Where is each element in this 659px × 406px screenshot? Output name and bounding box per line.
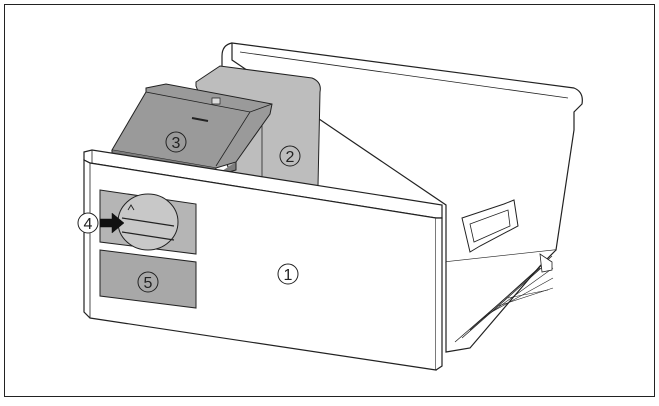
knob-panel	[99, 189, 197, 255]
callout-2: 2	[279, 145, 301, 167]
callout-1-label: 1	[284, 267, 293, 284]
callout-3: 3	[165, 131, 187, 153]
rotary-knob	[117, 193, 179, 251]
arrow-right-icon	[99, 212, 125, 234]
callout-4-label: 4	[84, 216, 93, 233]
knob-indicator-icon	[127, 204, 135, 211]
callout-5: 5	[137, 271, 159, 293]
callout-5-label: 5	[144, 275, 153, 292]
callout-1: 1	[277, 263, 299, 285]
figure-frame	[4, 4, 655, 397]
callout-2-label: 2	[286, 149, 295, 166]
callout-4: 4	[77, 212, 99, 234]
callout-3-label: 3	[172, 135, 181, 152]
